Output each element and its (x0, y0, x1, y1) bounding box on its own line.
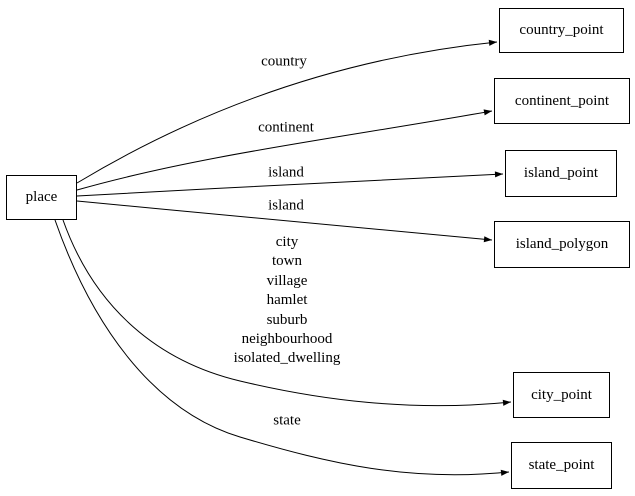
edge-label-country: country (261, 53, 307, 70)
edge-label-town: town (272, 253, 302, 270)
edge-label-village: village (266, 272, 308, 289)
node-island-polygon: island_polygon (494, 221, 630, 268)
edge-place-city_point (62, 219, 512, 407)
edge-label-suburb: suburb (266, 311, 308, 328)
edge-place-country_point (76, 39, 498, 184)
edge-place-continent_point (76, 109, 493, 191)
node-city-point: city_point (513, 372, 610, 418)
edge-label-city-stack: city town village hamlet suburb neighbou… (234, 233, 341, 369)
node-country-point: country_point (499, 8, 624, 53)
edge-label-island-point: island (268, 164, 304, 181)
edge-label-city: city (275, 234, 299, 251)
edge-label-state: state (273, 412, 301, 429)
edge-label-neighbourhood: neighbourhood (241, 331, 333, 348)
edge-label-isolated-dwelling: isolated_dwelling (233, 350, 341, 367)
edge-label-island-polygon: island (268, 197, 304, 214)
edge-place-state_point (54, 219, 510, 476)
edge-label-hamlet: hamlet (266, 292, 308, 309)
edge-label-continent: continent (258, 119, 314, 136)
edge-place-island_point (76, 171, 504, 197)
node-place: place (6, 175, 77, 220)
node-continent-point: continent_point (494, 78, 630, 124)
node-state-point: state_point (511, 442, 612, 489)
node-island-point: island_point (505, 150, 617, 197)
edge-place-island_polygon (76, 200, 493, 243)
